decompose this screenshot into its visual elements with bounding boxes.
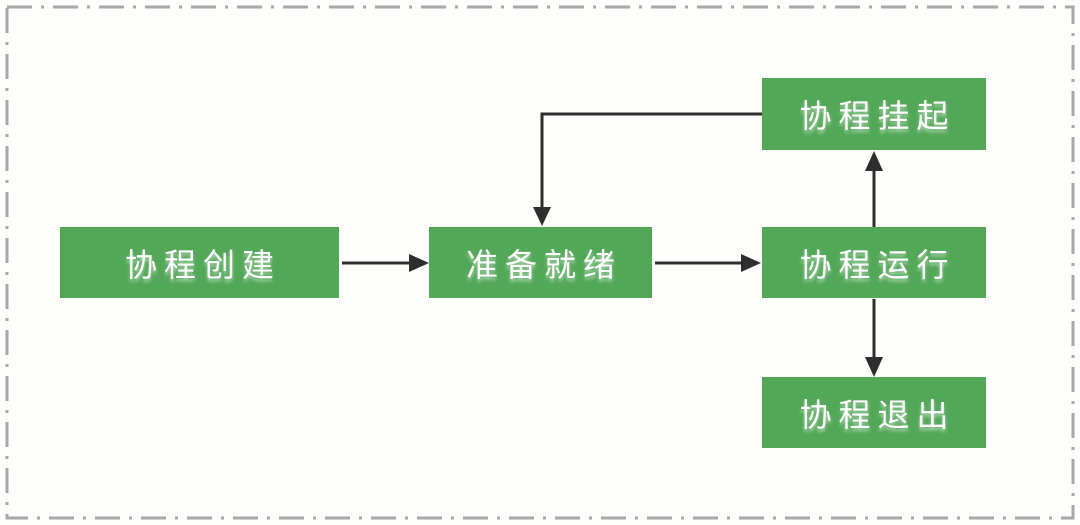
arrowhead (533, 207, 551, 226)
arrowhead (741, 254, 761, 272)
node-coroutine-exit: 协程退出 (762, 377, 986, 448)
node-coroutine-suspended: 协程挂起 (762, 78, 986, 150)
dashed-border (5, 5, 1075, 520)
node-label: 协程运行 (799, 246, 956, 283)
arrowhead (865, 151, 883, 171)
edge-create-to-ready (342, 254, 429, 272)
node-label: 准备就绪 (465, 246, 622, 283)
node-label: 协程创建 (124, 246, 281, 283)
node-coroutine-running: 协程运行 (762, 227, 986, 298)
edge-ready-to-running (655, 254, 761, 272)
node-label: 协程挂起 (799, 98, 956, 134)
arrowhead (865, 357, 883, 377)
node-label: 协程退出 (799, 396, 956, 433)
node-ready: 准备就绪 (429, 227, 652, 298)
edge-running-to-exit (865, 299, 883, 377)
edge-running-to-suspended (865, 151, 883, 227)
arrowhead (409, 254, 429, 272)
edge-suspended-to-ready (533, 112, 762, 226)
node-coroutine-create: 协程创建 (60, 227, 339, 298)
